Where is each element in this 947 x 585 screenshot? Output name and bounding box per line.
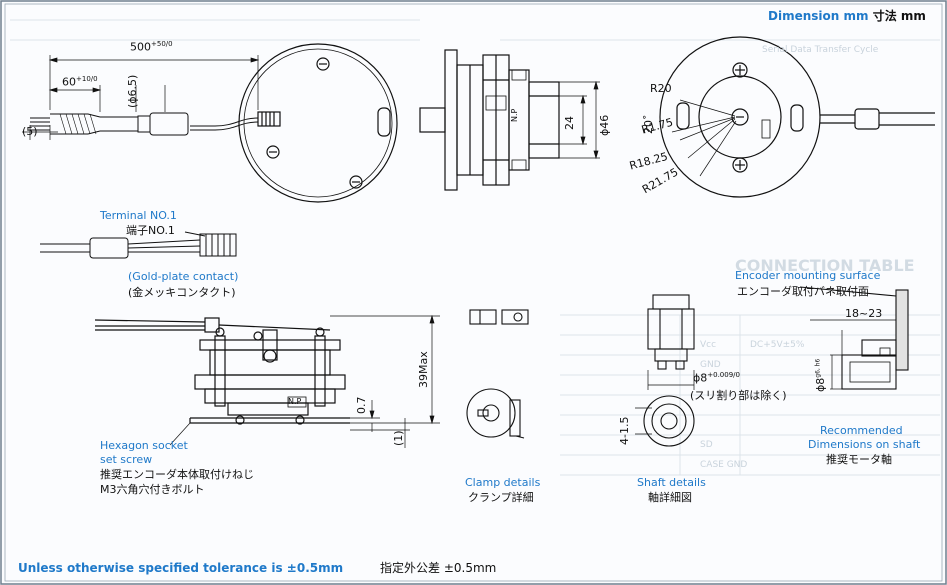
terminal-contact-en: (Gold-plate contact): [128, 270, 239, 283]
mount-dim-phi8-value: ϕ8: [814, 377, 827, 392]
hex-label-jp-2: M3六角穴付きボルト: [100, 483, 205, 496]
dim-07: 0.7: [355, 396, 368, 415]
mount-title-jp: エンコーダ取付バネ取付面: [737, 285, 869, 298]
dim-phi65: (ϕ6.5): [126, 74, 139, 108]
ghost-connection-table: CONNECTION TABLE: [735, 256, 915, 275]
bottom-dimensions: [169, 314, 440, 448]
dimension-title: Dimension mm 寸法 mm: [768, 9, 926, 24]
bottom-np: N.P: [288, 397, 302, 406]
dim-5: (5): [22, 125, 38, 138]
dimension-title-jp: 寸法 mm: [872, 9, 926, 23]
mount-rec-en-1: Recommended: [820, 424, 903, 437]
dim-60: 60+10/0: [62, 75, 98, 89]
mount-rec-en-2: Dimensions on shaft: [808, 438, 921, 451]
shaft-dimensions: [635, 370, 695, 435]
dim-39max: 39Max: [417, 351, 430, 388]
dim-500-tol: +50/0: [151, 40, 173, 48]
terminal-title-jp: 端子NO.1: [126, 224, 175, 237]
ghost-gnd: GND: [700, 360, 721, 370]
side-np: N.P: [510, 108, 519, 122]
dim-24: 24: [563, 116, 576, 130]
mount-dimensions: [810, 319, 897, 390]
terminal-detail: [40, 231, 237, 259]
shaft-detail: [643, 294, 695, 447]
top-dimensions: [22, 55, 260, 140]
dim-phi46: ϕ46: [598, 114, 611, 136]
side-view: [419, 49, 560, 191]
hex-label-jp-1: 推奨エンコーダ本体取付けねじ: [100, 468, 254, 481]
dim-500: 500+50/0: [130, 40, 173, 54]
ghost-supply: DC+5V±5%: [750, 340, 805, 350]
mount-dim-phi8-tol: g6, h6: [814, 358, 822, 378]
top-cable: [30, 112, 259, 136]
shaft-dim-415: 4-1.5: [618, 416, 631, 445]
mount-dim-phi8: ϕ8g6, h6: [814, 359, 827, 392]
ghost-sd: SD: [700, 440, 713, 450]
front-dimensions: [671, 99, 737, 177]
dimension-title-en: Dimension mm: [768, 9, 869, 23]
dim-r20: R20: [650, 82, 672, 95]
shaft-title-jp: 軸詳細図: [648, 491, 692, 504]
hex-label-en-1: Hexagon socket: [100, 439, 188, 452]
shaft-dim-phi8-value: ϕ8: [693, 371, 708, 385]
terminal-title-en: Terminal NO.1: [100, 209, 177, 222]
mount-rec-jp: 推奨モータ軸: [826, 453, 892, 466]
shaft-dim-phi8-tol: +0.009/0: [707, 371, 740, 379]
ghost-serial: Serial Data Transfer Cycle: [762, 45, 879, 55]
ghost-case: CASE GND: [700, 460, 748, 470]
clamp-title-en: Clamp details: [465, 476, 541, 489]
side-dimensions: [559, 80, 600, 160]
dim-1: (1): [392, 430, 405, 446]
shaft-title-en: Shaft details: [637, 476, 706, 489]
top-encoder-disc: [238, 43, 398, 203]
clamp-detail: [466, 309, 529, 439]
footer-tolerance-jp: 指定外公差 ±0.5mm: [380, 561, 497, 575]
terminal-contact-jp: (金メッキコンタクト): [128, 286, 236, 299]
dim-angle: 20˚: [642, 114, 655, 135]
bottom-assembly: [94, 317, 350, 425]
shaft-dim-phi8: ϕ8+0.009/0: [693, 371, 740, 385]
footer-tolerance-en: Unless otherwise specified tolerance is …: [18, 561, 344, 575]
mount-title-en: Encoder mounting surface: [735, 269, 881, 282]
front-view: [659, 36, 935, 198]
hex-label-en-2: set screw: [100, 453, 153, 466]
dim-500-value: 500: [130, 40, 151, 54]
shaft-note: (スリ割り部は除く): [690, 389, 787, 402]
ghost-vcc: Vcc: [700, 340, 717, 350]
clamp-title-jp: クランプ詳細: [468, 491, 534, 504]
mount-dim-1823: 18~23: [845, 307, 883, 320]
dim-60-value: 60: [62, 75, 76, 89]
dim-60-tol: +10/0: [76, 75, 98, 83]
inner-frame: [4, 3, 943, 582]
